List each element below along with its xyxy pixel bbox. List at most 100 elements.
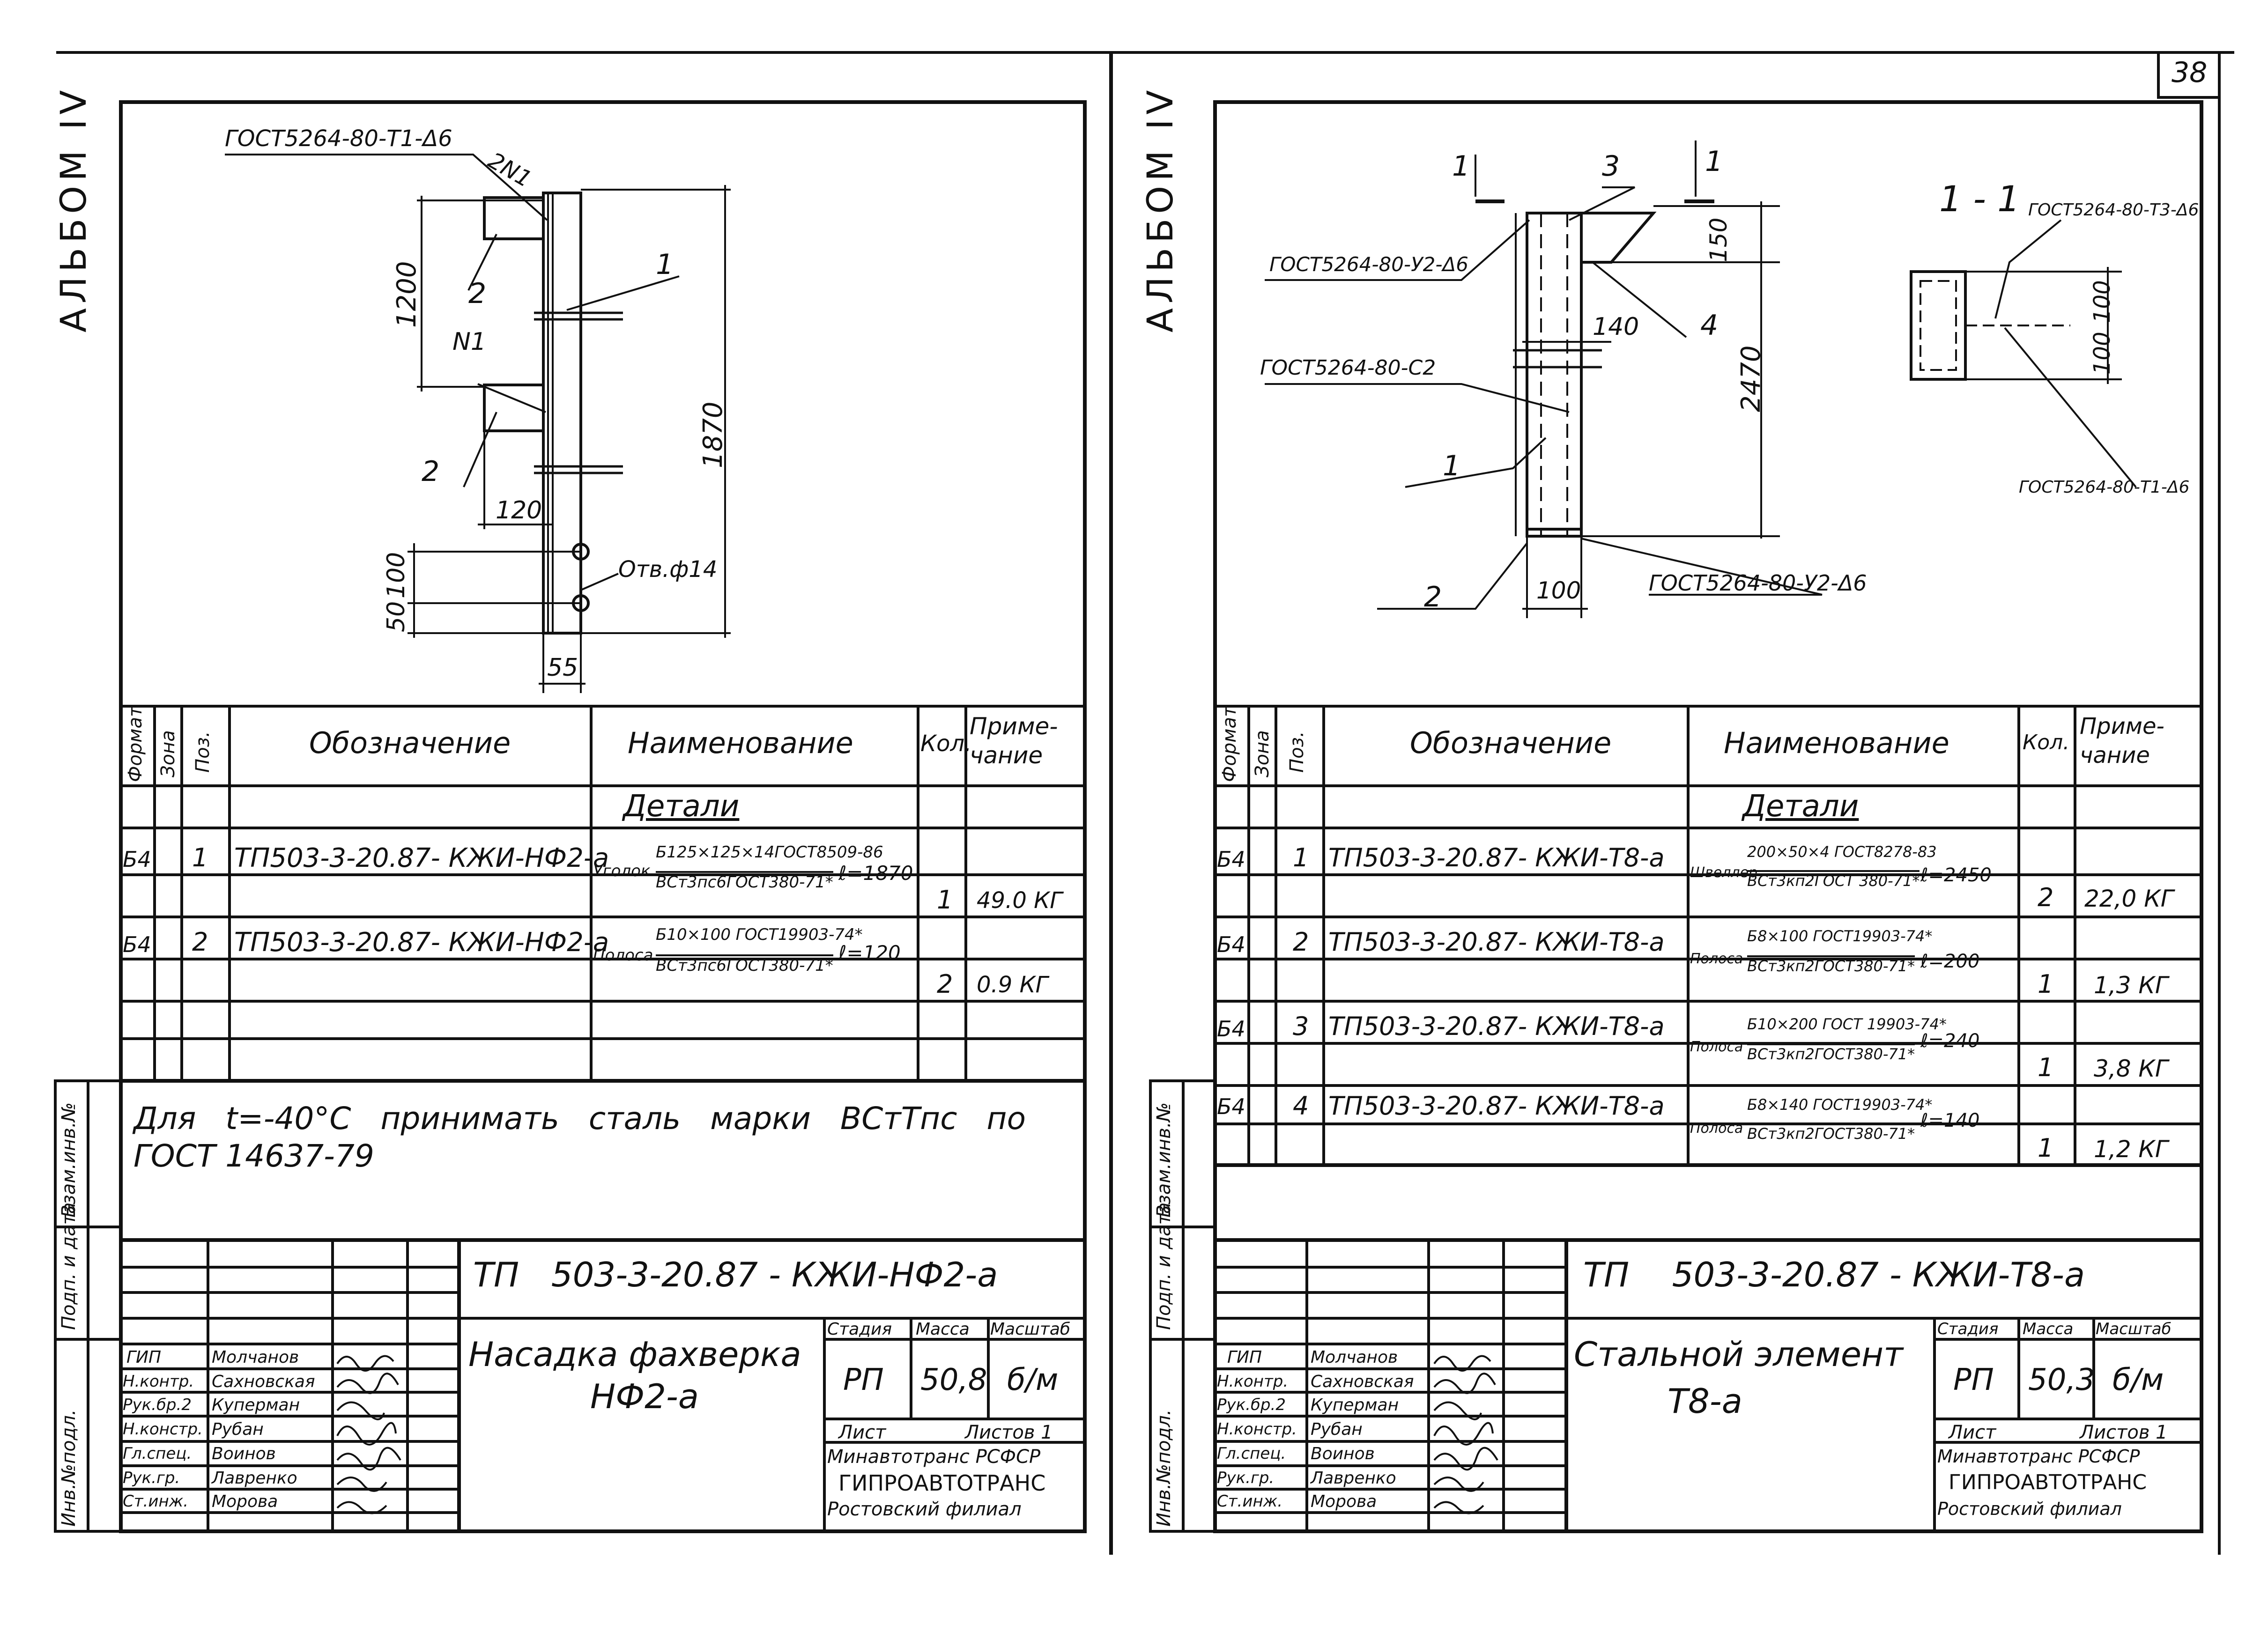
r-row3-name-prefix: Полоса xyxy=(1690,1039,1743,1055)
row1-name-prefix: Уголок xyxy=(593,862,651,880)
signer-role: Ст.инж. xyxy=(123,1492,189,1511)
r-row3-name-bottom: ВСт3кп2ГОСТ380-71* xyxy=(1747,1043,1915,1063)
weld-callout-t3: ГОСТ5264-80-Т3-Δ6 xyxy=(2028,200,2199,220)
r-row4-name-top: Б8×140 ГОСТ19903-74* xyxy=(1747,1096,1933,1114)
signer-name: Лавренко xyxy=(1311,1469,1396,1488)
r-row2-length: ℓ=200 xyxy=(1920,951,1980,972)
signer-name: Сахновская xyxy=(1311,1372,1414,1391)
row1-qty: 1 xyxy=(937,885,953,915)
dim-120: 120 xyxy=(496,496,542,524)
scale-right: б/м xyxy=(2112,1363,2164,1397)
signer-name: Куперман xyxy=(212,1396,300,1415)
pos-1-label-right: 1 xyxy=(1443,450,1461,482)
col-name-right: Наименование xyxy=(1724,726,1949,760)
weld-callout-y2-bottom: ГОСТ5264-80-У2-Δ6 xyxy=(1649,570,1867,596)
signer-name: Воинов xyxy=(212,1444,276,1463)
signer-name: Куперман xyxy=(1311,1396,1399,1415)
row2-name-bottom: ВСт3пс6ГОСТ380-71* xyxy=(656,954,833,975)
col-note-right: Приме-чание xyxy=(2080,713,2164,768)
dim-55: 55 xyxy=(547,654,578,682)
mass-label-left: Масса xyxy=(916,1320,970,1339)
signer-role: Рук.бр.2 xyxy=(123,1396,192,1414)
row2-pos: 2 xyxy=(192,927,208,957)
drawing-title-right-2: Т8-а xyxy=(1668,1381,1742,1421)
org-branch-left: Ростовский филиал xyxy=(827,1499,1022,1520)
r-row1-name-top: 200×50×4 ГОСТ8278-83 xyxy=(1747,843,1937,861)
r-row1-format: Б4 xyxy=(1217,847,1245,872)
r-row4-format: Б4 xyxy=(1217,1094,1245,1119)
org-institute-right: ГИПРОАВТОТРАНС xyxy=(1949,1470,2147,1494)
r-row3-qty: 1 xyxy=(2038,1053,2054,1082)
section-arrow-b: 1 xyxy=(1705,145,1723,178)
hole-callout: Отв.ф14 xyxy=(618,556,718,583)
col-designation: Обозначение xyxy=(309,726,511,760)
signer-name: Сахновская xyxy=(212,1372,315,1391)
r-row4-designation: ТП503-3-20.87- КЖИ-Т8-а xyxy=(1328,1091,1665,1121)
section-details-right: Детали xyxy=(1742,789,1859,824)
weld-callout-c2: ГОСТ5264-80-С2 xyxy=(1260,356,1436,380)
row1-note: 49.0 КГ xyxy=(977,887,1062,914)
drawing-title-right-1: Стальной элемент xyxy=(1574,1335,1904,1374)
signer-name: Морова xyxy=(1311,1492,1377,1511)
weld-callout-y2-top: ГОСТ5264-80-У2-Δ6 xyxy=(1269,253,1469,276)
dim-140: 140 xyxy=(1593,313,1639,341)
drawing-title-left-1: Насадка фахверка xyxy=(468,1335,801,1374)
signer-role: Н.констр. xyxy=(1217,1420,1297,1439)
pos-2-label-b: 2 xyxy=(422,455,440,488)
r-row4-pos: 4 xyxy=(1293,1091,1309,1121)
row2-name-prefix: Полоса xyxy=(593,946,653,965)
pos-2-label-right: 2 xyxy=(1424,581,1442,613)
row2-length: ℓ=120 xyxy=(838,941,901,964)
r-row3-designation: ТП503-3-20.87- КЖИ-Т8-а xyxy=(1328,1012,1665,1041)
sheets-label-left: Листов 1 xyxy=(965,1422,1053,1443)
mass-left: 50,8 xyxy=(920,1363,987,1397)
r-row4-length: ℓ=140 xyxy=(1920,1110,1980,1131)
left-detail-drawing xyxy=(225,154,731,693)
scale-label-left: Масштаб xyxy=(990,1320,1071,1339)
r-row3-length: ℓ=240 xyxy=(1920,1030,1980,1052)
row1-designation: ТП503-3-20.87- КЖИ-НФ2-а xyxy=(234,843,609,873)
col-note: Приме-чание xyxy=(970,713,1058,769)
row1-pos: 1 xyxy=(192,843,208,872)
r-row1-name-prefix: Швеллер xyxy=(1690,864,1758,881)
signer-role: Рук.гр. xyxy=(123,1469,180,1487)
r-row2-note: 1,3 КГ xyxy=(2094,972,2168,999)
scale-left: б/м xyxy=(1007,1363,1059,1397)
r-row3-pos: 3 xyxy=(1293,1012,1309,1041)
row2-name-top: Б10×100 ГОСТ19903-74* xyxy=(656,925,863,944)
pos-3-label: 3 xyxy=(1602,150,1620,183)
signer-role: Рук.гр. xyxy=(1217,1469,1275,1487)
stage-right: РП xyxy=(1953,1363,1994,1397)
weld-callout-t1-right: ГОСТ5264-80-Т1-Δ6 xyxy=(2019,478,2190,497)
steel-note-line2: ГОСТ 14637-79 xyxy=(133,1138,374,1174)
r-row4-name-prefix: Полоса xyxy=(1690,1120,1743,1137)
signer-role: ГИП xyxy=(126,1348,162,1367)
signer-name: Рубан xyxy=(212,1420,264,1439)
section-title-1-1: 1 - 1 xyxy=(1939,178,2020,220)
signer-role: Н.констр. xyxy=(123,1420,203,1439)
org-institute-left: ГИПРОАВТОТРАНС xyxy=(838,1470,1046,1496)
r-row2-format: Б4 xyxy=(1217,932,1245,957)
signer-role: ГИП xyxy=(1227,1348,1262,1367)
signer-role: Гл.спец. xyxy=(123,1444,192,1463)
pos-1-label: 1 xyxy=(656,248,674,281)
r-row1-name-bottom: ВСт3кп2ГОСТ 380-71* xyxy=(1747,870,1920,890)
r-row3-name-top: Б10×200 ГОСТ 19903-74* xyxy=(1747,1015,1947,1033)
mass-label-right: Масса xyxy=(2023,1320,2074,1338)
col-qty-right: Кол. xyxy=(2023,731,2070,754)
section-arrow-a: 1 xyxy=(1452,150,1470,183)
row1-format: Б4 xyxy=(123,847,151,872)
drawing-code-right: ТП 503-3-20.87 - КЖИ-Т8-а xyxy=(1583,1255,2085,1294)
org-ministry-left: Минавтотранс РСФСР xyxy=(827,1446,1041,1468)
r-row4-qty: 1 xyxy=(2038,1133,2054,1163)
r-row1-note: 22,0 КГ xyxy=(2084,885,2174,912)
r-row1-length: ℓ=2450 xyxy=(1920,864,1992,886)
r-row3-format: Б4 xyxy=(1217,1016,1245,1041)
r-row4-name-bottom: ВСт3кп2ГОСТ380-71* xyxy=(1747,1123,1915,1143)
r-row2-designation: ТП503-3-20.87- КЖИ-Т8-а xyxy=(1328,927,1665,957)
drawing-code-left: ТП 503-3-20.87 - КЖИ-НФ2-а xyxy=(473,1255,998,1294)
signer-name: Молчанов xyxy=(212,1348,299,1367)
col-name: Наименование xyxy=(628,726,853,760)
mass-right: 50,3 xyxy=(2028,1363,2095,1397)
